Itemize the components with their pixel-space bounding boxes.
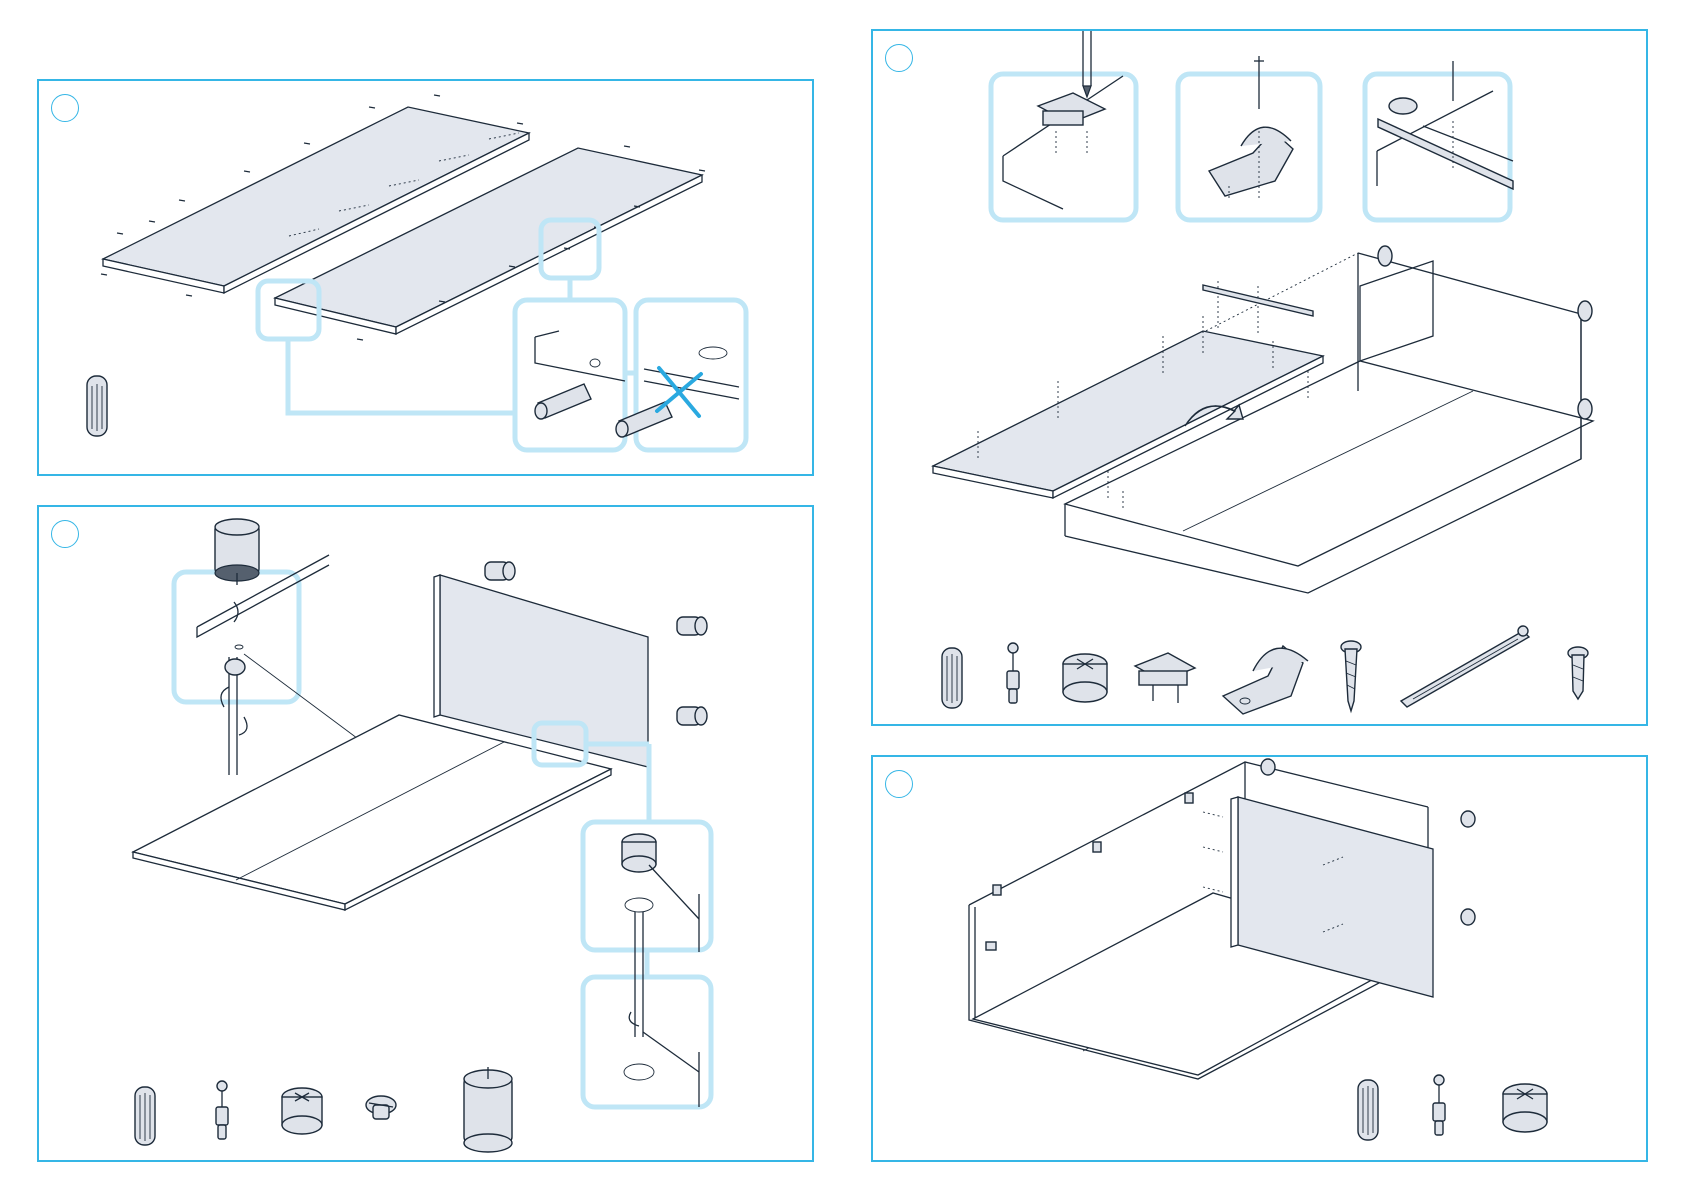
step-3-illustration [873, 31, 1650, 728]
slotted-screw-icon [366, 1096, 396, 1119]
step-2-illustration [39, 507, 816, 1164]
foot-insert [215, 519, 259, 585]
side-foot-1 [485, 562, 515, 580]
cam-detail [622, 834, 699, 1107]
short-screw-icon [1568, 647, 1588, 699]
cam-lock-icon [282, 1088, 322, 1134]
bracket-icon [1223, 646, 1308, 714]
dowel-icon [135, 1087, 155, 1145]
step-1-illustration [39, 81, 816, 478]
foot-icon [464, 1067, 512, 1152]
step-4-illustration [873, 757, 1650, 1164]
detail-bracket [1209, 56, 1293, 201]
cam-bolt-icon [1007, 643, 1019, 703]
side-foot-2 [677, 617, 707, 635]
cam-lock-icon [1063, 654, 1107, 702]
dowel-icon [87, 376, 107, 436]
dowel-insert-1 [535, 384, 591, 419]
dowel-icon [942, 648, 962, 708]
step-panel-2 [37, 505, 814, 1162]
long-screw-icon [1341, 641, 1361, 711]
cam-lock-icon [1503, 1084, 1547, 1132]
dowel-icon [1358, 1080, 1378, 1140]
detail-rail [1377, 61, 1513, 189]
side-foot-3 [677, 707, 707, 725]
detail-hinge-plate [1003, 31, 1123, 209]
rail-icon [1401, 626, 1529, 707]
cam-bolt-icon [216, 1081, 228, 1139]
step-panel-3 [871, 29, 1648, 726]
cam-bolt-icon [1433, 1075, 1445, 1135]
step-panel-1 [37, 79, 814, 476]
step-panel-4 [871, 755, 1648, 1162]
hinge-plate-icon [1135, 653, 1195, 703]
screwdriver [221, 657, 247, 775]
